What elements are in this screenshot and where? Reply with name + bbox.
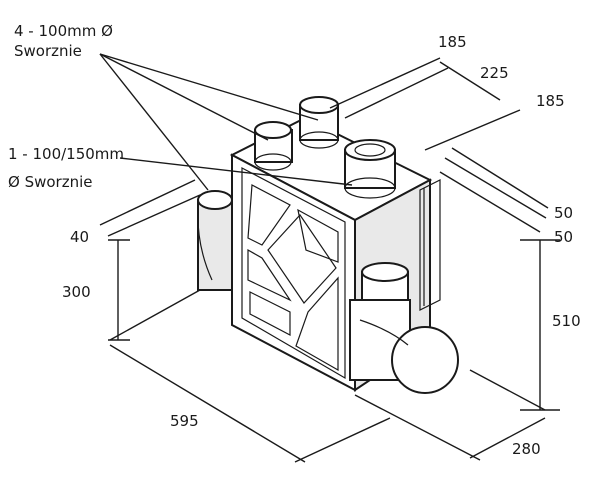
dim-595: 595 bbox=[170, 412, 199, 430]
dim-225: 225 bbox=[480, 64, 509, 82]
spigot-large-label-line2: Ø Sworznie bbox=[8, 173, 93, 191]
spigot-large-label-line1: 1 - 100/150mm bbox=[8, 145, 125, 163]
dimension-lines bbox=[99, 57, 560, 463]
dim-185-top: 185 bbox=[438, 33, 467, 51]
dim-50-a: 50 bbox=[554, 204, 574, 222]
dim-300: 300 bbox=[62, 283, 91, 301]
leader-lines bbox=[99, 53, 353, 191]
dim-50-b: 50 bbox=[554, 228, 574, 246]
front-duct bbox=[349, 262, 459, 394]
left-duct bbox=[197, 190, 233, 291]
spigots-label-line2: Sworznie bbox=[14, 42, 82, 60]
dim-185-right: 185 bbox=[536, 92, 565, 110]
dim-40: 40 bbox=[70, 228, 90, 246]
dim-510: 510 bbox=[552, 312, 581, 330]
top-spigots bbox=[254, 96, 396, 199]
spigots-label-line1: 4 - 100mm Ø bbox=[14, 22, 113, 40]
dim-280: 280 bbox=[512, 440, 541, 458]
